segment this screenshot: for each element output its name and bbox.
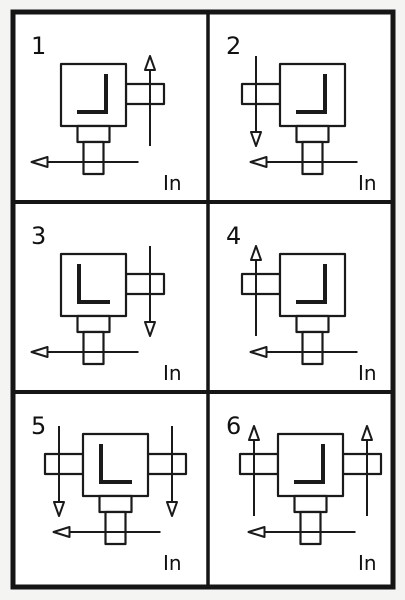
- diagram-cell-5: 5In: [31, 412, 188, 575]
- input-shaft: [299, 510, 322, 546]
- output-shaft-right: [124, 272, 166, 296]
- output-arrow-head: [250, 131, 262, 147]
- gear-letter-mark: [296, 264, 327, 304]
- cell-number: 1: [31, 32, 46, 60]
- output-shaft-left: [240, 82, 282, 106]
- input-shaft: [301, 140, 324, 176]
- output-arrow-left-head: [248, 425, 260, 441]
- gearbox-housing: [278, 252, 347, 318]
- gearbox-housing: [59, 252, 128, 318]
- input-label: In: [163, 361, 182, 385]
- gearbox-housing: [278, 62, 347, 128]
- diagram-cell-1: 1In: [30, 32, 182, 195]
- output-shaft-right: [146, 452, 188, 476]
- input-collar: [295, 124, 330, 144]
- gear-letter-mark: [99, 444, 132, 484]
- input-label: In: [163, 171, 182, 195]
- gear-letter-mark: [296, 74, 327, 114]
- output-arrow-head: [144, 55, 156, 71]
- cell-number: 6: [226, 412, 241, 440]
- input-shaft: [82, 140, 105, 176]
- diagram-cell-6: 6In: [226, 412, 383, 575]
- output-shaft-left: [43, 452, 85, 476]
- input-arrow-head: [249, 346, 268, 358]
- input-collar: [76, 314, 111, 334]
- output-arrow-right-head: [166, 501, 178, 517]
- output-arrow-left-head: [53, 501, 65, 517]
- input-collar: [295, 314, 330, 334]
- output-shaft-left: [238, 452, 280, 476]
- input-shaft: [82, 330, 105, 366]
- input-arrow-head: [30, 346, 49, 358]
- input-label: In: [358, 171, 377, 195]
- diagram-cell-3: 3In: [30, 222, 182, 385]
- input-collar: [98, 494, 133, 514]
- cell-number: 5: [31, 412, 46, 440]
- output-shaft-right: [124, 82, 166, 106]
- gearbox-housing: [81, 432, 150, 498]
- input-shaft: [301, 330, 324, 366]
- input-collar: [293, 494, 328, 514]
- output-shaft-right: [341, 452, 383, 476]
- diagram-cell-4: 4In: [226, 222, 377, 385]
- output-arrow-head: [144, 321, 156, 337]
- diagram-cell-2: 2In: [226, 32, 377, 195]
- input-shaft: [104, 510, 127, 546]
- gear-letter-mark: [77, 264, 110, 304]
- gear-letter-mark: [77, 74, 108, 114]
- gearbox-housing: [59, 62, 128, 128]
- input-collar: [76, 124, 111, 144]
- input-arrow-head: [52, 526, 71, 538]
- gear-letter-mark: [294, 444, 325, 484]
- input-arrow-head: [30, 156, 49, 168]
- gearbox-housing: [276, 432, 345, 498]
- input-label: In: [163, 551, 182, 575]
- output-arrow-right-head: [361, 425, 373, 441]
- input-label: In: [358, 361, 377, 385]
- input-arrow-head: [249, 156, 268, 168]
- output-arrow-head: [250, 245, 262, 261]
- output-shaft-left: [240, 272, 282, 296]
- input-label: In: [358, 551, 377, 575]
- input-arrow-head: [247, 526, 266, 538]
- cell-number: 2: [226, 32, 241, 60]
- cell-number: 4: [226, 222, 241, 250]
- cell-number: 3: [31, 222, 46, 250]
